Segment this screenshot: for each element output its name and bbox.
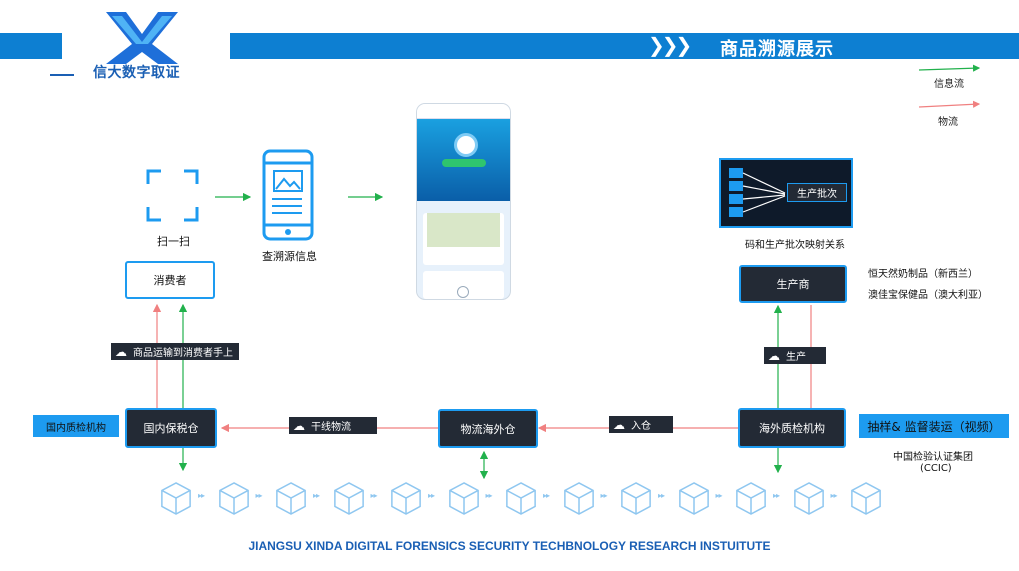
overseas-inspection-node: 海外质检机构 bbox=[738, 408, 846, 448]
blockchain-cube-icon bbox=[678, 482, 709, 515]
phone-icon bbox=[262, 149, 314, 241]
producer-line-1: 恒天然奶制品（新西兰） bbox=[868, 269, 978, 280]
query-label: 查溯源信息 bbox=[262, 250, 317, 263]
cloud-icon: ☁ bbox=[293, 418, 305, 433]
blockchain-cube-icon bbox=[333, 482, 364, 515]
blockchain-cube-icon bbox=[563, 482, 594, 515]
edge-delivered-tag: ☁ 商品运输到消费者手上 bbox=[111, 343, 239, 360]
app-map-card bbox=[423, 213, 504, 265]
chain-link-icon: ▸▸ bbox=[715, 491, 723, 500]
scan-label: 扫一扫 bbox=[157, 235, 190, 248]
blockchain-cube-icon bbox=[793, 482, 824, 515]
legend-info-flow: 信息流 bbox=[934, 79, 964, 90]
chain-link-icon: ▸▸ bbox=[773, 491, 780, 500]
cloud-icon: ☁ bbox=[115, 344, 127, 359]
chain-link-icon: ▸▸ bbox=[198, 491, 205, 500]
blockchain-cube-icon bbox=[276, 482, 306, 515]
overseas-warehouse-node: 物流海外仓 bbox=[438, 409, 538, 448]
decorative-underline bbox=[50, 74, 74, 76]
edge-production-label: 生产 bbox=[786, 352, 806, 363]
chain-link-icon: ▸▸ bbox=[543, 491, 550, 500]
app-home-icon bbox=[457, 286, 469, 298]
qr-codes-icon bbox=[729, 168, 786, 217]
blockchain-cube-icon bbox=[391, 482, 421, 515]
blockchain-cube-icon bbox=[448, 482, 479, 515]
blockchain-cube-icon bbox=[506, 482, 536, 515]
app-button bbox=[442, 159, 486, 167]
app-map bbox=[427, 213, 500, 247]
header-bar-left bbox=[0, 33, 62, 59]
chevron-arrows-icon: ❯❯❯ bbox=[648, 33, 692, 57]
consumer-node: 消费者 bbox=[125, 261, 215, 299]
edge-inbound-label: 入仓 bbox=[631, 421, 651, 432]
batch-label: 生产批次 bbox=[787, 183, 847, 202]
legend-logistics: 物流 bbox=[938, 117, 958, 128]
page-title: 商品溯源展示 bbox=[720, 39, 834, 60]
footer-institute: JIANGSU XINDA DIGITAL FORENSICS SECURITY… bbox=[248, 539, 771, 553]
chain-link-icon: ▸▸ bbox=[255, 491, 263, 500]
chain-link-icon: ▸▸ bbox=[428, 491, 435, 500]
domestic-inspection-label: 国内质检机构 bbox=[33, 415, 119, 437]
app-badge-icon bbox=[454, 133, 478, 157]
ccic-name: 中国检验认证集团 bbox=[893, 452, 973, 463]
blockchain-cube-icon bbox=[851, 482, 881, 515]
batch-mapping-box: 生产批次 bbox=[719, 158, 853, 228]
cloud-icon: ☁ bbox=[613, 417, 625, 432]
header-bar-right bbox=[230, 33, 1019, 59]
edge-trunk-label: 干线物流 bbox=[311, 422, 351, 433]
chain-link-icon: ▸▸ bbox=[485, 491, 493, 500]
blockchain-cube-icon bbox=[161, 482, 191, 515]
trace-app-screenshot bbox=[417, 104, 510, 299]
chain-link-icon: ▸▸ bbox=[313, 491, 320, 500]
app-topbar bbox=[417, 104, 510, 119]
blockchain-cube-icon bbox=[218, 482, 249, 515]
blockchain-cube-icon bbox=[621, 482, 651, 515]
producer-node: 生产商 bbox=[739, 265, 847, 303]
chain-link-icon: ▸▸ bbox=[370, 491, 378, 500]
producer-line-2: 澳佳宝保健品（澳大利亚） bbox=[868, 290, 988, 301]
edge-delivered-label: 商品运输到消费者手上 bbox=[133, 348, 233, 359]
batch-caption: 码和生产批次映射关系 bbox=[745, 240, 845, 251]
edge-inbound-tag: ☁ 入仓 bbox=[609, 416, 673, 433]
chain-link-icon: ▸▸ bbox=[658, 491, 665, 500]
blockchain-row: ▸▸ ▸▸ ▸▸ ▸▸ ▸▸ ▸▸ ▸▸ ▸▸ ▸▸ ▸▸ ▸▸ ▸▸ bbox=[160, 480, 900, 520]
edge-production-tag: ☁ 生产 bbox=[764, 347, 826, 364]
bonded-warehouse-node: 国内保税仓 bbox=[125, 408, 217, 448]
legend-arrows bbox=[918, 64, 981, 108]
app-banner bbox=[417, 119, 510, 201]
chain-link-icon: ▸▸ bbox=[830, 491, 838, 500]
sampling-label: 抽样& 监督装运（视频） bbox=[859, 414, 1009, 438]
logo-text: 信大数字取证 bbox=[93, 65, 180, 81]
cloud-icon: ☁ bbox=[768, 348, 780, 363]
ccic-abbr: (CCIC) bbox=[920, 463, 952, 474]
chain-link-icon: ▸▸ bbox=[600, 491, 608, 500]
blockchain-cube-icon bbox=[736, 482, 766, 515]
logo-x-icon bbox=[106, 12, 178, 64]
edge-trunk-tag: ☁ 干线物流 bbox=[289, 417, 377, 434]
scan-icon bbox=[146, 169, 199, 222]
